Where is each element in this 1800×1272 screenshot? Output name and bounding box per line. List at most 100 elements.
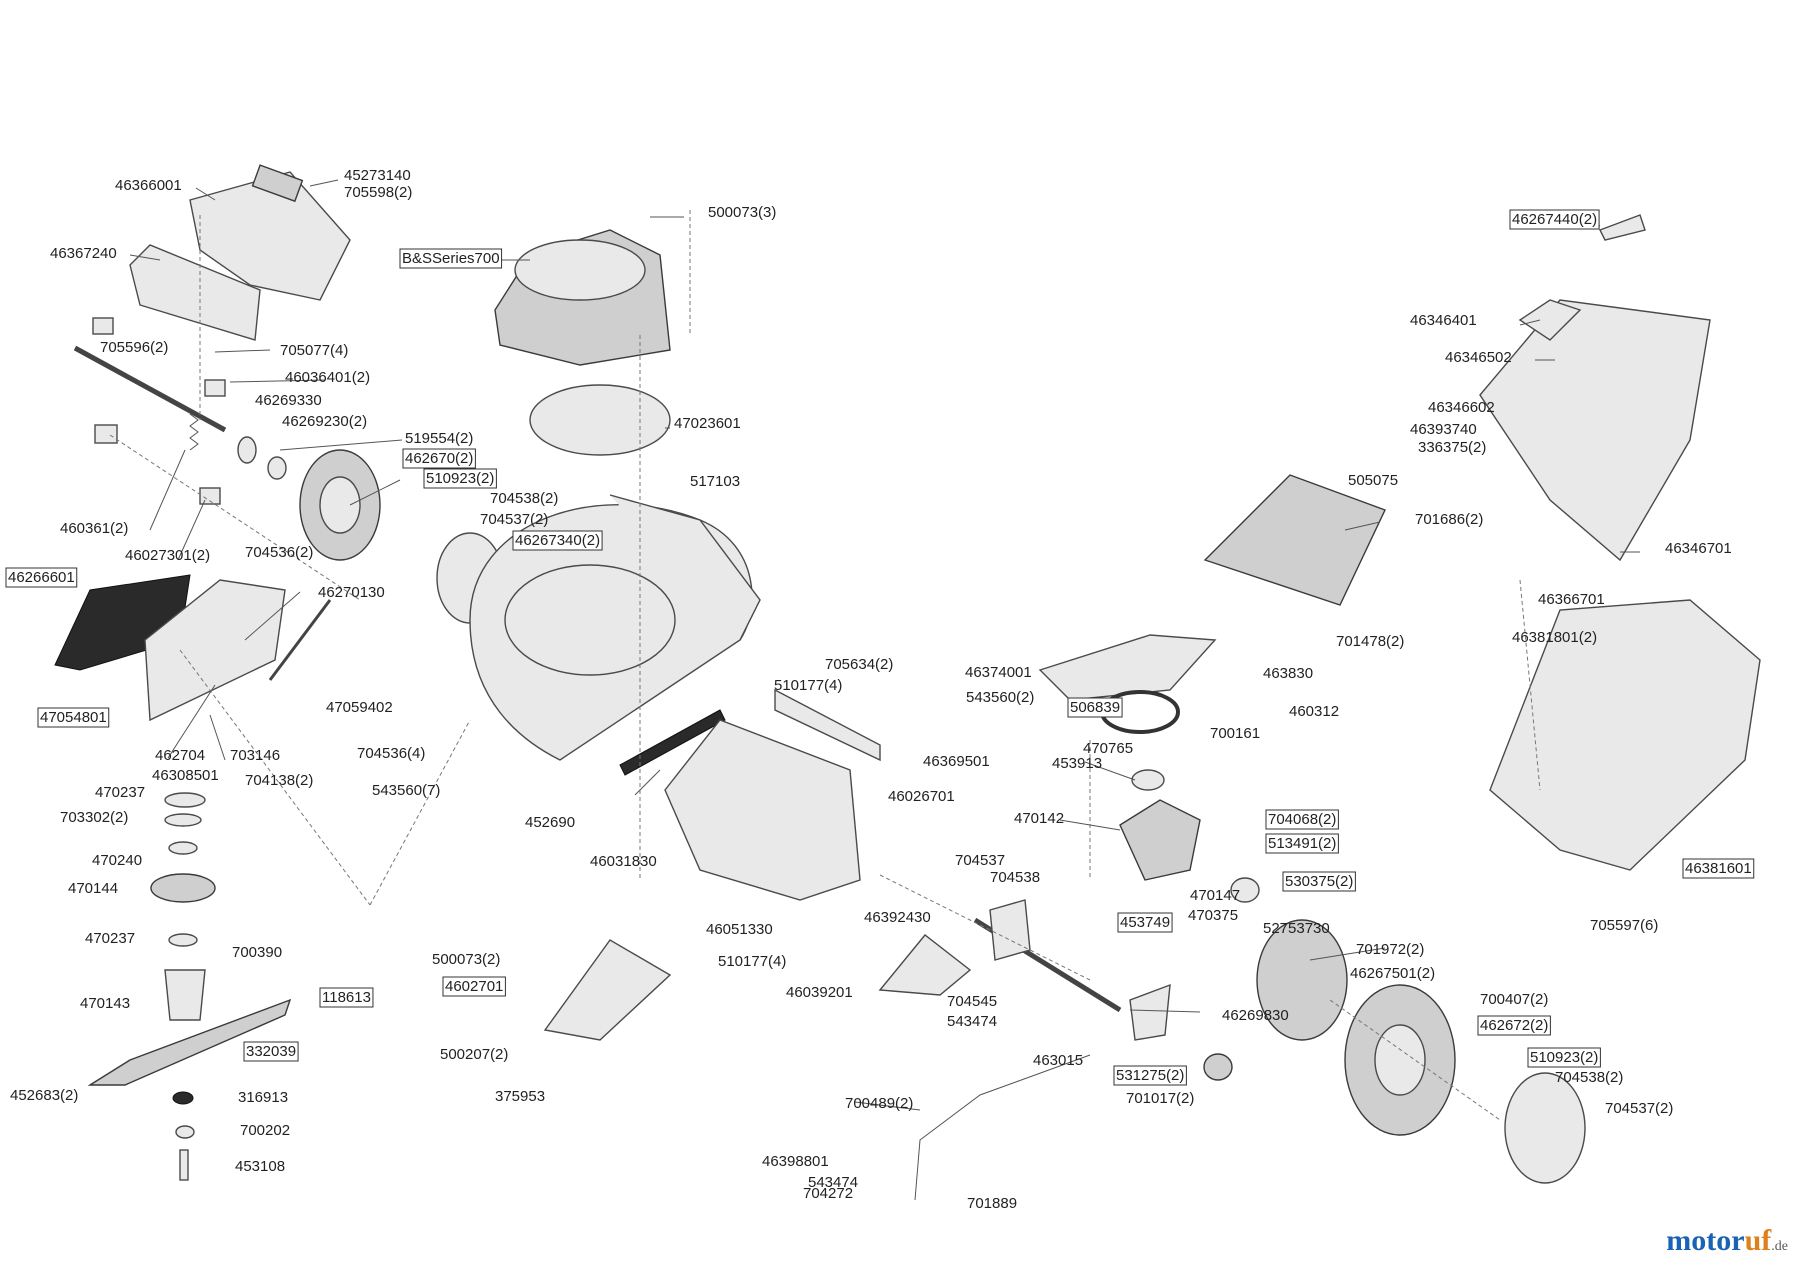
engine-cover-top xyxy=(514,239,646,301)
deck-frame xyxy=(609,494,761,641)
label-box xyxy=(1113,1065,1187,1086)
part-number-label: 46269830 xyxy=(1222,1007,1289,1024)
blade-bolt xyxy=(179,1149,189,1181)
handle-clip xyxy=(1599,214,1646,241)
part-number-label: 46031830 xyxy=(590,853,657,870)
part-number-label: 4602701 xyxy=(445,978,503,995)
part-number-label: 510923(2) xyxy=(1530,1049,1598,1066)
part-number-label: 46308501 xyxy=(152,767,219,784)
part-number-label: 701972(2) xyxy=(1356,941,1424,958)
label-box xyxy=(1067,697,1123,718)
part-number-label: 704272 xyxy=(803,1185,853,1202)
washer-470237a xyxy=(164,792,206,808)
deck-opening xyxy=(504,564,676,676)
part-number-label: 510177(4) xyxy=(774,677,842,694)
part-number-label: 704538(2) xyxy=(490,490,558,507)
part-number-label: 46039201 xyxy=(786,984,853,1001)
axle-bracket-a xyxy=(989,899,1031,961)
part-number-label: 46346701 xyxy=(1665,540,1732,557)
part-number-label: 705077(4) xyxy=(280,342,348,359)
label-box xyxy=(423,468,497,489)
grass-catcher xyxy=(1489,599,1761,871)
part-number-label: 704537(2) xyxy=(480,511,548,528)
part-number-label: 46398801 xyxy=(762,1153,829,1170)
handle-top xyxy=(1479,299,1711,562)
part-number-label: 704536(2) xyxy=(245,544,313,561)
part-number-label: 46269330 xyxy=(255,392,322,409)
grass-box-lid xyxy=(1203,474,1386,606)
part-number-label: 530375(2) xyxy=(1285,873,1353,890)
label-box xyxy=(1509,209,1600,230)
side-deflector xyxy=(144,579,286,722)
part-number-label: 118613 xyxy=(322,989,371,1006)
part-number-label: 704538(2) xyxy=(1555,1069,1623,1086)
blade-adapter xyxy=(164,969,206,1021)
label-box xyxy=(37,707,110,728)
baffle-46374001 xyxy=(1038,634,1217,701)
handle-lever xyxy=(1518,299,1582,341)
brand-part2: uf xyxy=(1744,1224,1772,1257)
part-number-label: 705598(2) xyxy=(344,184,412,201)
washer-703302 xyxy=(164,813,202,827)
brand-part1: motor xyxy=(1666,1224,1745,1257)
front-grille xyxy=(129,244,261,341)
part-number-label: 470143 xyxy=(80,995,130,1012)
part-number-label: 453913 xyxy=(1052,755,1102,772)
part-number-label: 46051330 xyxy=(706,921,773,938)
part-number-label: 704068(2) xyxy=(1268,811,1336,828)
part-number-label: 470375 xyxy=(1188,907,1238,924)
part-number-label: 52753730 xyxy=(1263,920,1330,937)
part-number-label: 703146 xyxy=(230,747,280,764)
bushing-530375 xyxy=(1230,877,1260,903)
part-number-label: 704536(4) xyxy=(357,745,425,762)
part-number-label: 46369501 xyxy=(923,753,990,770)
part-number-label: 47054801 xyxy=(40,709,107,726)
part-number-label: 46393740 xyxy=(1410,421,1477,438)
part-number-label: 46267501(2) xyxy=(1350,965,1435,982)
washer-470240 xyxy=(168,841,198,855)
label-box xyxy=(1682,858,1755,879)
leader-lines xyxy=(129,179,1640,1111)
part-number-label: 531275(2) xyxy=(1116,1067,1184,1084)
part-number-label: 46027301(2) xyxy=(125,547,210,564)
part-number-label: 46346401 xyxy=(1410,312,1477,329)
engine-gasket xyxy=(529,384,671,456)
part-number-label: 704545 xyxy=(947,993,997,1010)
part-number-label: 700407(2) xyxy=(1480,991,1548,1008)
pulley xyxy=(1131,769,1165,791)
part-number-label: 453108 xyxy=(235,1158,285,1175)
part-number-label: 704537 xyxy=(955,852,1005,869)
label-box xyxy=(1117,912,1173,933)
part-number-label: 46346602 xyxy=(1428,399,1495,416)
part-number-label: 701889 xyxy=(967,1195,1017,1212)
part-number-label: 700390 xyxy=(232,944,282,961)
part-number-label: 704537(2) xyxy=(1605,1100,1673,1117)
part-number-label: 46366701 xyxy=(1538,591,1605,608)
part-number-label: 704138(2) xyxy=(245,772,313,789)
part-number-label: 452683(2) xyxy=(10,1087,78,1104)
part-number-label: 46367240 xyxy=(50,245,117,262)
clip-b xyxy=(94,424,118,444)
front-wheel-left-hub xyxy=(319,476,361,534)
part-number-label: 470765 xyxy=(1083,740,1133,757)
part-number-label: 46266601 xyxy=(8,569,75,586)
part-number-label: 500073(2) xyxy=(432,951,500,968)
part-number-label: 47023601 xyxy=(674,415,741,432)
part-number-label: 332039 xyxy=(246,1043,296,1060)
part-number-label: 506839 xyxy=(1070,699,1120,716)
part-number-label: 700161 xyxy=(1210,725,1260,742)
part-number-label: 462672(2) xyxy=(1480,1017,1548,1034)
label-box xyxy=(319,987,374,1008)
label-box xyxy=(399,248,503,269)
part-number-label: 470237 xyxy=(85,930,135,947)
part-number-label: 46267440(2) xyxy=(1512,211,1597,228)
part-number-label: 470237 xyxy=(95,784,145,801)
lower-handle xyxy=(914,1054,1091,1201)
part-number-label: 701686(2) xyxy=(1415,511,1483,528)
washer-b xyxy=(267,456,287,480)
part-number-label: 453749 xyxy=(1120,914,1170,931)
part-number-label: 470144 xyxy=(68,880,118,897)
clutch-470144 xyxy=(150,873,216,903)
rear-handle-link xyxy=(878,934,972,996)
washer-700202 xyxy=(175,1125,195,1139)
